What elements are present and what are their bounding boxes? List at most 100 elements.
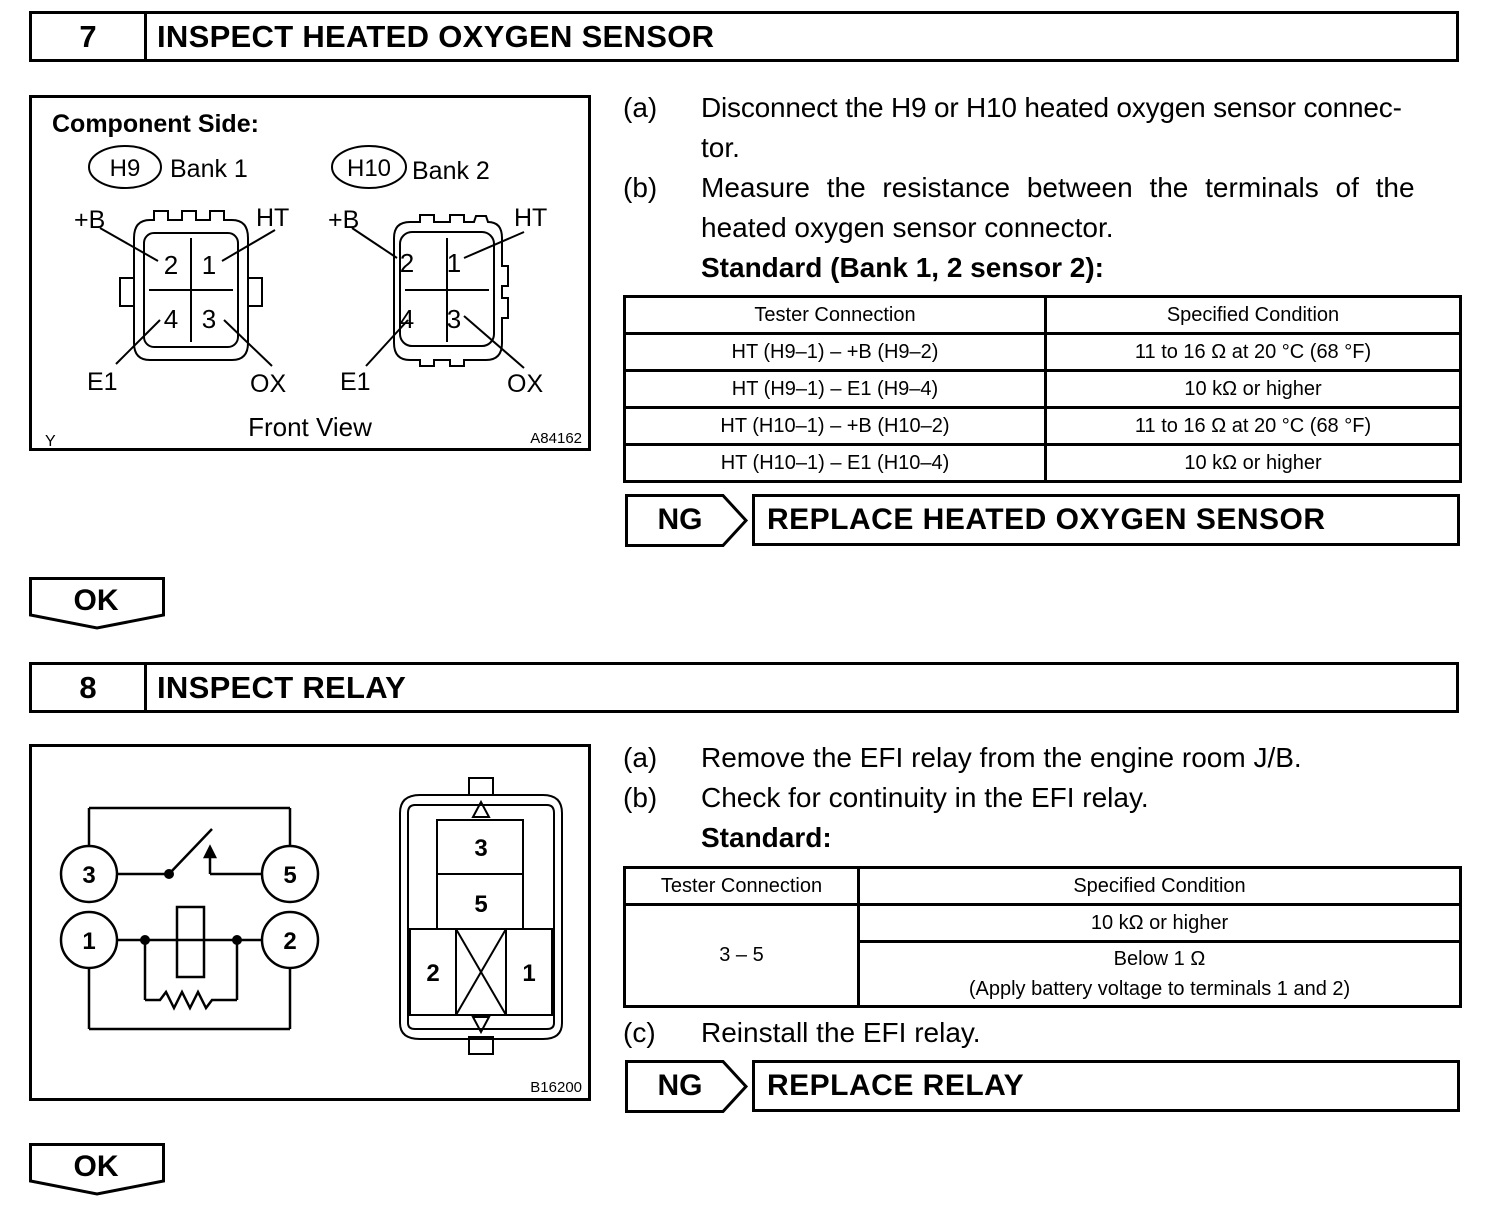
connector-h9-id: H9 [110,155,141,182]
h9-pin-3: 3 [202,304,216,334]
instruction-label: (c) [623,1017,656,1048]
schematic-terminal-1: 1 [82,928,95,955]
h10-label-e1: E1 [340,368,371,396]
connector-h9-drawing [119,210,263,361]
step-title: INSPECT RELAY [157,669,407,705]
step-number: 8 [32,665,147,710]
instruction-text: Remove the EFI relay from the engine roo… [701,742,1302,773]
instruction-label: (a) [623,742,658,773]
table-cell: 11 to 16 Ω at 20 °C (68 °F) [1044,406,1462,446]
instruction-text: Reinstall the EFI relay. [701,1017,981,1048]
h9-pin-1: 1 [202,250,216,280]
instruction-label: (a) [623,92,658,123]
table-cell: 10 kΩ or higher [857,903,1462,943]
step-8-header: 8 INSPECT RELAY [29,662,1459,713]
ok-label: OK [73,584,119,617]
connector-h9-bank: Bank 1 [170,155,248,183]
h9-pin-4: 4 [164,304,178,334]
table-row: HT (H9–1) – +B (H9–2) 11 to 16 Ω at 20 °… [623,332,1462,372]
figure-corner-mark: Y [45,433,56,448]
ng-arrow-icon [625,1060,749,1113]
h10-pin-3: 3 [447,304,461,334]
table-row: HT (H10–1) – E1 (H10–4) 10 kΩ or higher [623,443,1462,483]
ng-branch-step-8[interactable]: NG REPLACE RELAY [625,1060,1462,1113]
table-header: Tester Connection [623,295,1047,335]
table-header: Specified Condition [1044,295,1462,335]
h9-pin-2: 2 [164,250,178,280]
instruction-text-cont: heated oxygen sensor connector. [701,212,1114,243]
instruction-label: (b) [623,782,658,813]
connector-h10-drawing [393,214,509,367]
table-header: Tester Connection [623,866,860,906]
schematic-terminal-3: 3 [82,862,95,889]
step-7-spec-table: Tester Connection Specified Condition HT… [623,295,1462,483]
instruction-label: (b) [623,172,658,203]
standard-heading: Standard: [701,822,832,853]
step-7-instructions: (a) Disconnect the H9 or H10 heated oxyg… [623,88,1463,288]
table-cell: 3 – 5 [623,903,860,1008]
table-cell-line: Below 1 Ω [1113,948,1206,970]
ng-branch-step-7[interactable]: NG REPLACE HEATED OXYGEN SENSOR [625,494,1462,547]
table-row: Below 1 Ω (Apply battery voltage to term… [625,940,1462,1008]
h9-label-b: +B [74,206,105,234]
table-header: Specified Condition [857,866,1462,906]
instruction-text: Disconnect the H9 or H10 heated oxygen s… [701,92,1402,123]
step-8-instruction-c: (c) Reinstall the EFI relay. [623,1013,1463,1053]
relay-cell-5: 5 [474,891,487,918]
standard-heading: Standard (Bank 1, 2 sensor 2): [701,252,1105,283]
table-row: HT (H9–1) – E1 (H9–4) 10 kΩ or higher [623,369,1462,409]
ng-action-replace-sensor: REPLACE HEATED OXYGEN SENSOR [752,494,1460,546]
instruction-text: Check for continuity in the EFI relay. [701,782,1149,813]
table-cell: 10 kΩ or higher [1044,443,1462,483]
front-view-label: Front View [248,412,372,442]
h10-label-ht: HT [514,204,547,232]
ng-action-replace-relay: REPLACE RELAY [752,1060,1460,1112]
relay-cell-2: 2 [426,960,439,987]
ng-label: NG [657,503,703,536]
table-cell-multiline: Below 1 Ω (Apply battery voltage to term… [857,940,1462,1008]
instruction-text-cont: tor. [701,132,740,163]
ok-arrow-icon [29,1143,165,1196]
table-cell: HT (H9–1) – +B (H9–2) [623,332,1047,372]
table-header-row: Tester Connection Specified Condition [623,295,1462,335]
ok-label: OK [73,1150,119,1183]
step-title: INSPECT HEATED OXYGEN SENSOR [157,18,715,54]
relay-figure: 3 5 1 2 3 5 2 1 B16200 [29,744,591,1101]
connector-h10-bank: Bank 2 [412,157,490,185]
table-header-row: Tester Connection Specified Condition [623,866,1462,906]
oxygen-sensor-connector-figure: Component Side: H9 Bank 1 H10 Bank 2 2 1… [29,95,591,451]
step-8-spec-table: Tester Connection Specified Condition 3 … [623,866,1462,1008]
relay-cell-3: 3 [474,835,487,862]
table-cell: HT (H9–1) – E1 (H9–4) [623,369,1047,409]
table-cell: HT (H10–1) – +B (H10–2) [623,406,1047,446]
ng-arrow-icon [625,494,749,547]
step-7-header: 7 INSPECT HEATED OXYGEN SENSOR [29,11,1459,62]
schematic-terminal-2: 2 [283,928,296,955]
figure-caption: Component Side: [52,110,259,138]
relay-body-drawing [399,777,563,1055]
step-8-instructions: (a) Remove the EFI relay from the engine… [623,738,1463,863]
h10-label-ox: OX [507,370,543,398]
ng-label: NG [657,1069,703,1102]
h10-pin-4: 4 [400,304,414,334]
table-cell-line: (Apply battery voltage to terminals 1 an… [968,978,1351,1000]
schematic-terminal-5: 5 [283,862,296,889]
table-row: 3 – 5 10 kΩ or higher [623,903,1462,1008]
h9-label-e1: E1 [87,368,118,396]
ok-branch-step-7[interactable]: OK [29,577,165,631]
h10-pin-1: 1 [447,248,461,278]
h9-label-ox: OX [250,370,286,398]
figure-code: A84162 [530,430,582,447]
h9-label-ht: HT [256,204,289,232]
table-row: HT (H10–1) – +B (H10–2) 11 to 16 Ω at 20… [623,406,1462,446]
h10-label-b: +B [328,206,359,234]
ok-branch-step-8[interactable]: OK [29,1143,165,1197]
relay-cell-1: 1 [522,960,535,987]
connector-h10-id: H10 [347,155,391,182]
step-number: 7 [32,14,147,59]
instruction-text: Measure the resistance between the termi… [701,172,1415,203]
ok-arrow-icon [29,577,165,630]
figure-code: B16200 [530,1079,582,1096]
h10-pin-2: 2 [400,248,414,278]
table-cell: 11 to 16 Ω at 20 °C (68 °F) [1044,332,1462,372]
